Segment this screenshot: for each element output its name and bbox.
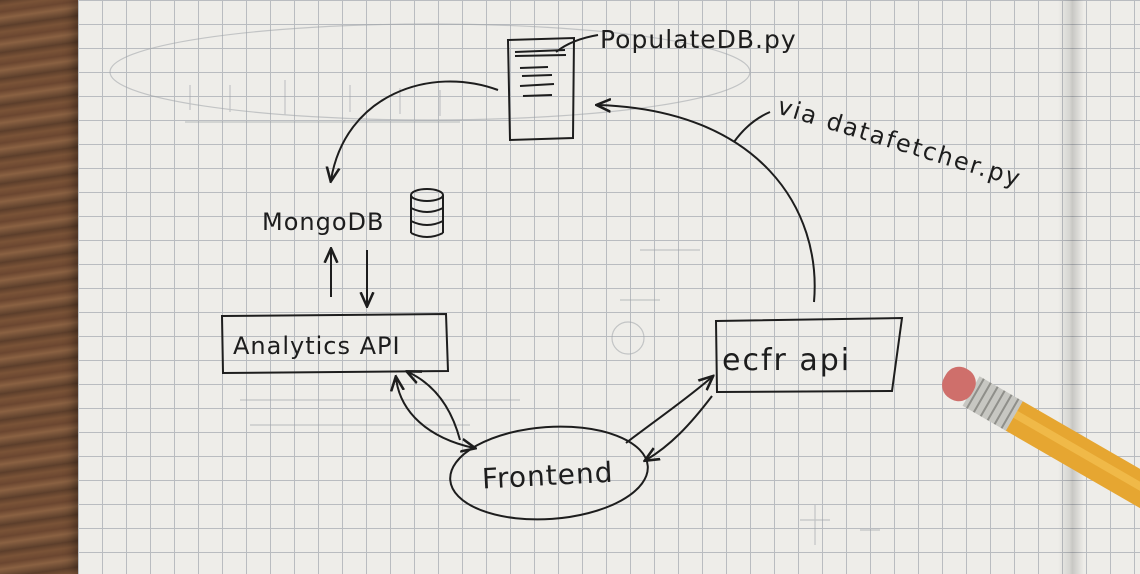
ecfr-api-label: ecfr api [722,343,851,378]
pencil [942,366,1140,530]
arrow-ecfr-to-script [598,105,816,303]
document-icon [506,34,599,142]
frontend-label: Frontend [481,456,614,496]
populatedb-label: PopulateDB.py [600,25,797,54]
notebook-spine [1058,0,1084,574]
frontend-ellipse [449,425,649,521]
faded-background-sketch [109,23,880,545]
arrow-ecfr-to-frontend [646,395,713,460]
database-icon [410,188,444,238]
connector-arrows [331,80,816,460]
mongodb-label: MongoDB [262,208,384,236]
arrow-script-to-mongodb [331,80,499,180]
analytics-api-box [220,312,450,375]
analytics-api-label: Analytics API [233,332,401,360]
ecfr-api-box [714,316,904,394]
note-leader-line [733,111,771,143]
datafetcher-note: via datafetcher.py [774,92,1025,193]
arrow-frontend-api-return [408,372,461,441]
notebook-page [78,0,1140,574]
arrow-frontend-api-link [396,378,474,448]
arrow-frontend-to-ecfr [625,377,712,444]
